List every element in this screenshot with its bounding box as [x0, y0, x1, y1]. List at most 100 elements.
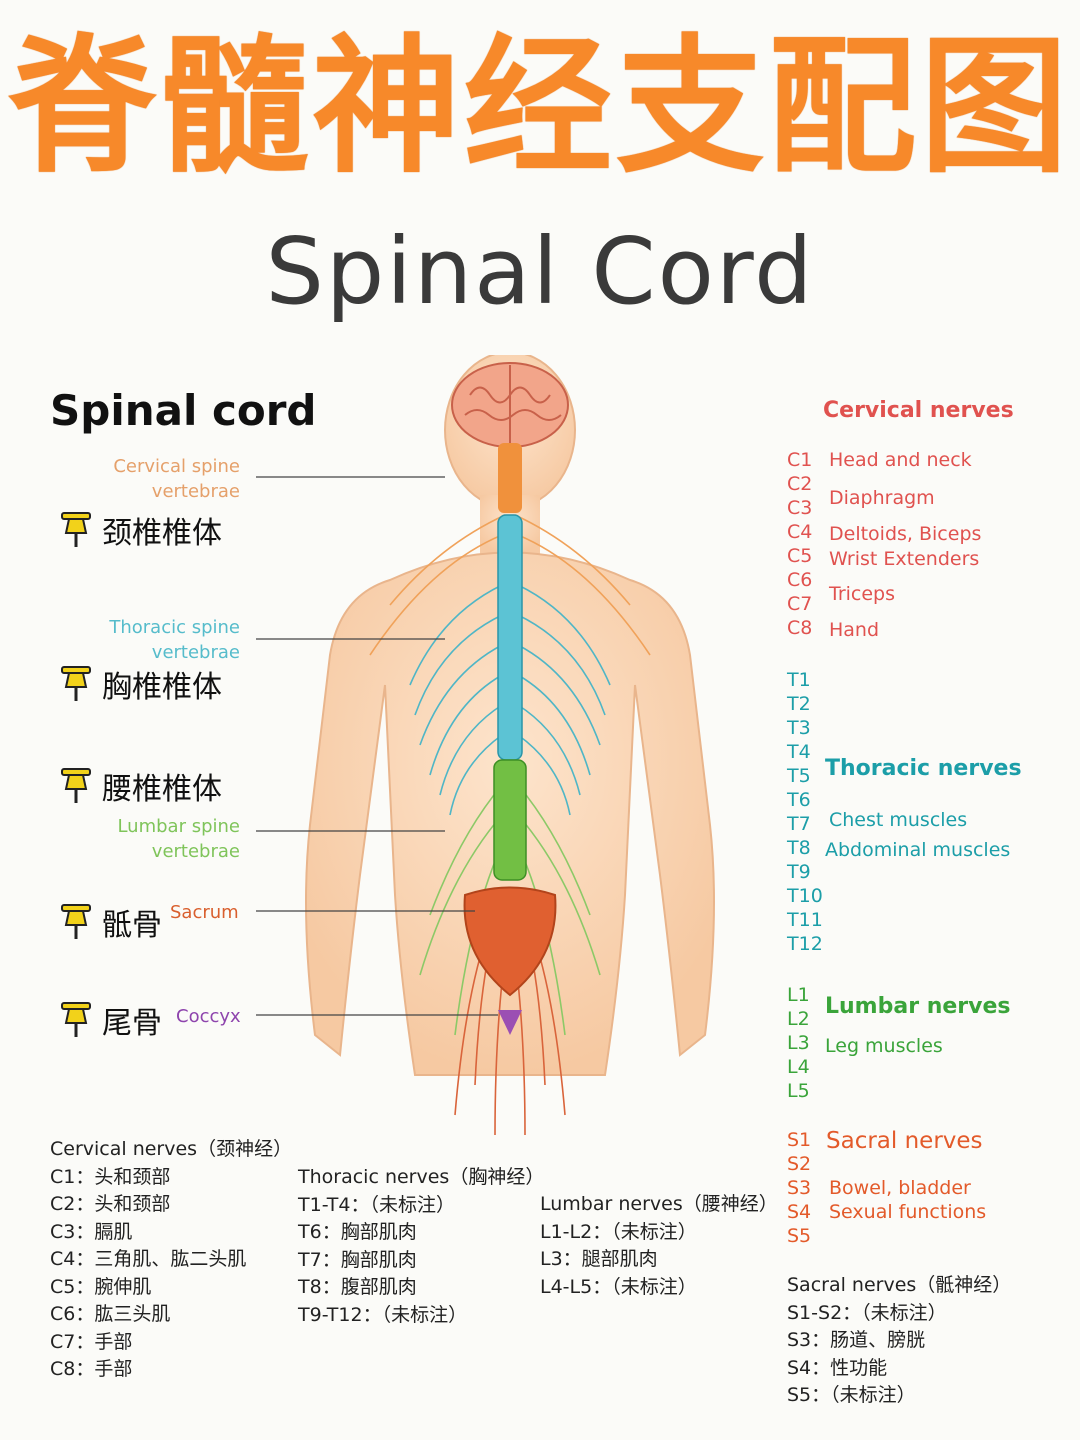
legend-line: L1-L2：（未标注） — [540, 1220, 697, 1243]
thoracic-spine-label: Thoracic spine vertebrae — [40, 615, 240, 665]
thoracic-zh-label: 胸椎椎体 — [102, 670, 222, 705]
lumbar-spine-line1: Lumbar spine — [117, 816, 240, 837]
legend-line: T9-T12：（未标注） — [298, 1303, 468, 1326]
level-s4: S4 — [787, 1201, 812, 1223]
lumbar-spine-label: Lumbar spine vertebrae — [40, 814, 240, 864]
level-t11: T11 — [787, 909, 823, 931]
function-diaphragm: Diaphragm — [829, 487, 935, 509]
lumbar-nerves-title: Lumbar nerves — [825, 994, 1011, 1019]
pushpin-icon — [61, 1002, 91, 1037]
sacrum-pin-row: 骶骨 — [58, 900, 162, 944]
legend-line: T8：腹部肌肉 — [298, 1276, 417, 1298]
level-t6: T6 — [787, 789, 811, 811]
legend-line: C5：腕伸肌 — [50, 1275, 152, 1298]
legend-line: T7：胸部肌肉 — [298, 1248, 417, 1271]
body-figure-illustration — [256, 355, 715, 1136]
cervical-spine-line1: Cervical spine — [113, 456, 240, 477]
sacral-levels: S1 S2 S3 S4 S5 — [787, 1128, 811, 1248]
nerve-branches — [369, 514, 651, 1136]
level-t5: T5 — [787, 765, 811, 787]
lumbar-pin-row: 腰椎椎体 — [58, 764, 222, 808]
pushpin-icon — [61, 768, 91, 803]
legend-line: C4：三角肌、肱二头肌 — [50, 1248, 247, 1270]
thoracic-spine-line1: Thoracic spine — [109, 617, 240, 638]
legend-line: C8：手部 — [50, 1358, 133, 1380]
legend-line: T6：胸部肌肉 — [298, 1221, 417, 1243]
function-head-neck: Head and neck — [829, 449, 972, 471]
level-c6: C6 — [787, 569, 813, 591]
thoracic-legend: Thoracic nerves（胸神经） T1-T4：（未标注） T6：胸部肌肉… — [298, 1164, 544, 1329]
legend-line: C6：肱三头肌 — [50, 1303, 171, 1325]
diagram-heading: Spinal cord — [50, 386, 317, 435]
coccyx-en-label: Coccyx — [176, 1006, 241, 1027]
coccyx-pin-row: 尾骨 — [58, 998, 162, 1042]
thoracic-pin-row: 胸椎椎体 — [58, 662, 222, 706]
coccyx-zh-label: 尾骨 — [102, 1006, 162, 1041]
cervical-nerves-title: Cervical nerves — [823, 398, 1014, 423]
level-t10: T10 — [787, 885, 823, 907]
legend-line: C2：头和颈部 — [50, 1193, 171, 1215]
function-leg-muscles: Leg muscles — [825, 1035, 943, 1057]
legend-line: Cervical nerves（颈神经） — [50, 1138, 293, 1160]
cervical-pin-row: 颈椎椎体 — [58, 508, 222, 552]
lumbar-legend: Lumbar nerves（腰神经） L1-L2：（未标注） L3：腿部肌肉 L… — [540, 1191, 778, 1301]
level-t4: T4 — [787, 741, 811, 763]
sacrum-en-label: Sacrum — [170, 902, 239, 923]
legend-line: Sacral nerves（骶神经） — [787, 1274, 1012, 1296]
level-s2: S2 — [787, 1153, 812, 1175]
vertebral-column — [463, 443, 557, 1035]
level-l4: L4 — [787, 1056, 810, 1078]
level-s5: S5 — [787, 1225, 812, 1247]
function-abdominal-muscles: Abdominal muscles — [825, 839, 1011, 861]
lumbar-zh-label: 腰椎椎体 — [102, 772, 222, 807]
lumbar-levels: L1 L2 L3 L4 L5 — [787, 983, 810, 1103]
thoracic-levels: T1 T2 T3 T4 T5 T6 T7 T8 T9 T10 T11 T12 — [787, 668, 823, 956]
pushpin-icon — [61, 666, 91, 701]
level-l1: L1 — [787, 984, 810, 1006]
thoracic-spine-line2: vertebrae — [151, 642, 240, 663]
level-l2: L2 — [787, 1008, 810, 1030]
legend-line: Thoracic nerves（胸神经） — [298, 1166, 545, 1188]
function-sexual-functions: Sexual functions — [829, 1201, 987, 1223]
function-bowel-bladder: Bowel, bladder — [829, 1177, 971, 1199]
legend-line: L3：腿部肌肉 — [540, 1248, 658, 1270]
level-t3: T3 — [787, 717, 811, 739]
legend-line: C7：手部 — [50, 1330, 133, 1353]
banner-title: 脊髓神经支配图 — [8, 21, 1072, 193]
level-c7: C7 — [787, 593, 813, 615]
level-c8: C8 — [787, 617, 813, 639]
level-t7: T7 — [787, 813, 811, 835]
legend-line: L4-L5：（未标注） — [540, 1275, 697, 1298]
level-c1: C1 — [787, 449, 813, 471]
level-c5: C5 — [787, 545, 813, 567]
function-triceps: Triceps — [829, 583, 895, 605]
level-t2: T2 — [787, 693, 811, 715]
cervical-spine-label: Cervical spine vertebrae — [40, 454, 240, 504]
legend-line: S4：性功能 — [787, 1356, 888, 1379]
level-s1: S1 — [787, 1129, 812, 1151]
level-t1: T1 — [787, 669, 811, 691]
function-wrist-extenders: Wrist Extenders — [829, 548, 980, 570]
level-t9: T9 — [787, 861, 811, 883]
legend-line: T1-T4：（未标注） — [298, 1193, 456, 1216]
pushpin-icon — [61, 512, 91, 547]
subtitle: Spinal Cord — [265, 218, 815, 325]
brain — [451, 362, 569, 448]
lumbar-spine-line2: vertebrae — [151, 841, 240, 862]
level-t12: T12 — [787, 933, 823, 955]
legend-line: Lumbar nerves（腰神经） — [540, 1193, 778, 1215]
thoracic-nerves-title: Thoracic nerves — [825, 756, 1022, 781]
level-l3: L3 — [787, 1032, 810, 1054]
cervical-zh-label: 颈椎椎体 — [102, 516, 222, 551]
sacral-nerves-title: Sacral nerves — [826, 1128, 983, 1154]
cervical-legend: Cervical nerves（颈神经） C1：头和颈部 C2：头和颈部 C3：… — [50, 1136, 292, 1384]
level-c3: C3 — [787, 497, 813, 519]
legend-line: S5：（未标注） — [787, 1384, 916, 1406]
legend-line: S1-S2：（未标注） — [787, 1301, 947, 1324]
function-hand: Hand — [829, 619, 880, 641]
level-c2: C2 — [787, 473, 813, 495]
level-l5: L5 — [787, 1080, 810, 1102]
cervical-spine-line2: vertebrae — [151, 481, 240, 502]
legend-line: C1：头和颈部 — [50, 1165, 171, 1188]
legend-line: S3：肠道、膀胱 — [787, 1329, 926, 1351]
